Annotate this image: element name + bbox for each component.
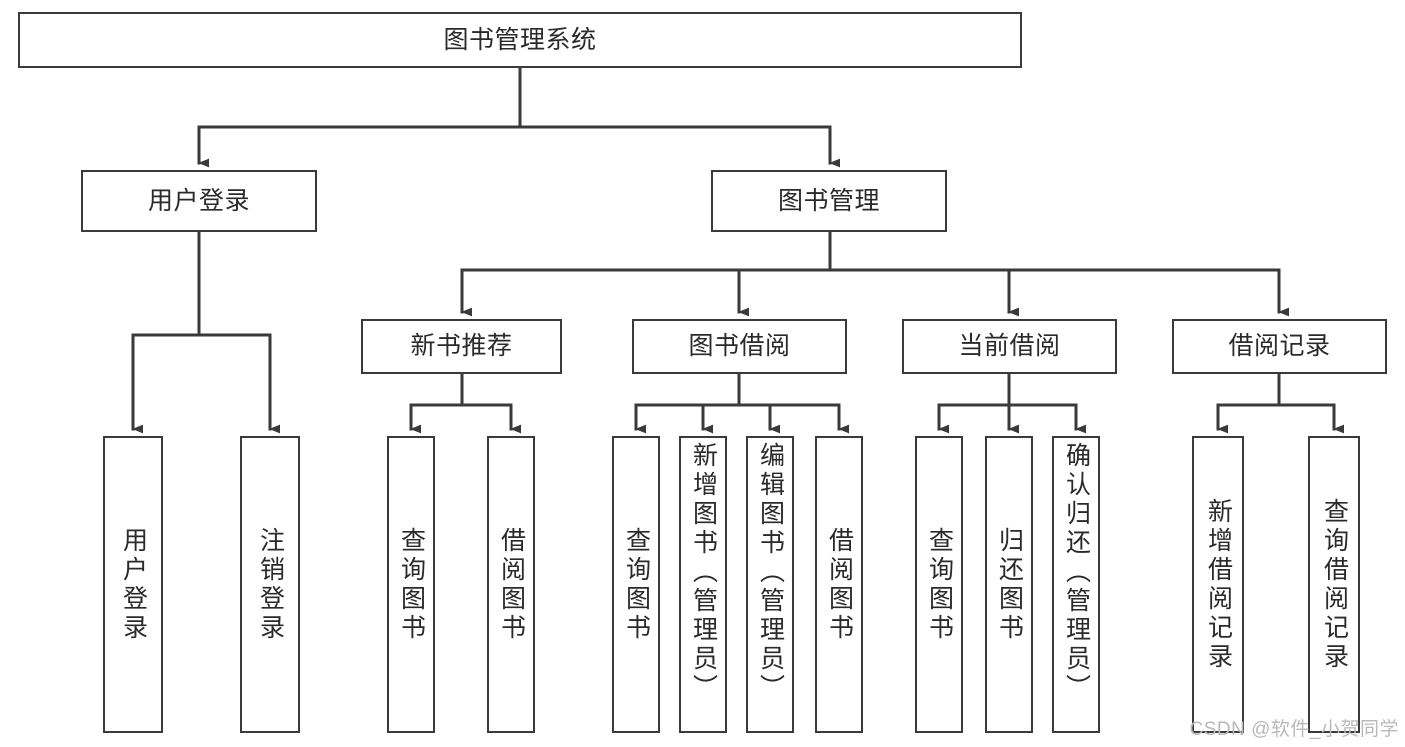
node-label: 借阅图书	[497, 526, 526, 643]
node-leaf-query-borrow-record[interactable]: 查询借阅记录	[1308, 436, 1360, 733]
node-label: 用户登录	[147, 186, 250, 215]
node-label: 借阅图书	[825, 526, 854, 643]
node-leaf-borrow-book-recommend[interactable]: 借阅图书	[487, 436, 535, 733]
node-label: 图书借阅	[688, 332, 791, 361]
node-label: 编辑图书（管理员）	[756, 442, 785, 703]
node-label: 注销登录	[256, 526, 285, 643]
node-current-borrow[interactable]: 当前借阅	[902, 319, 1117, 374]
node-leaf-edit-book-admin[interactable]: 编辑图书（管理员）	[746, 436, 794, 733]
node-leaf-query-book-current[interactable]: 查询图书	[915, 436, 963, 733]
node-leaf-borrow-book-borrow[interactable]: 借阅图书	[815, 436, 863, 733]
node-label: 查询图书	[397, 526, 426, 643]
node-leaf-user-login[interactable]: 用户登录	[103, 436, 163, 733]
node-label: 确认归还（管理员）	[1062, 442, 1091, 703]
node-new-book-recommend[interactable]: 新书推荐	[361, 319, 562, 374]
node-label: 归还图书	[995, 526, 1024, 643]
node-label: 借阅记录	[1228, 332, 1331, 361]
node-label: 图书管理系统	[443, 25, 597, 54]
node-book-management-system[interactable]: 图书管理系统	[18, 12, 1022, 68]
node-leaf-confirm-return-admin[interactable]: 确认归还（管理员）	[1052, 436, 1100, 733]
node-label: 查询借阅记录	[1320, 497, 1349, 672]
node-user-login[interactable]: 用户登录	[81, 170, 317, 232]
node-label: 用户登录	[119, 526, 148, 643]
node-label: 新增图书（管理员）	[689, 442, 718, 703]
node-label: 查询图书	[622, 526, 651, 643]
node-leaf-query-book-borrow[interactable]: 查询图书	[612, 436, 660, 733]
node-label: 查询图书	[925, 526, 954, 643]
node-label: 当前借阅	[958, 332, 1061, 361]
node-borrow-record[interactable]: 借阅记录	[1172, 319, 1387, 374]
node-book-borrow[interactable]: 图书借阅	[632, 319, 847, 374]
node-label: 新增借阅记录	[1204, 497, 1233, 672]
node-leaf-add-borrow-record[interactable]: 新增借阅记录	[1192, 436, 1244, 733]
node-label: 图书管理	[777, 186, 880, 215]
node-book-management[interactable]: 图书管理	[711, 170, 947, 232]
node-label: 新书推荐	[410, 332, 513, 361]
node-leaf-return-book[interactable]: 归还图书	[985, 436, 1033, 733]
node-leaf-add-book-admin[interactable]: 新增图书（管理员）	[679, 436, 727, 733]
node-leaf-query-book-recommend[interactable]: 查询图书	[387, 436, 435, 733]
watermark-text: CSDN @软件_小贺同学	[1189, 719, 1399, 740]
node-leaf-logout[interactable]: 注销登录	[240, 436, 300, 733]
